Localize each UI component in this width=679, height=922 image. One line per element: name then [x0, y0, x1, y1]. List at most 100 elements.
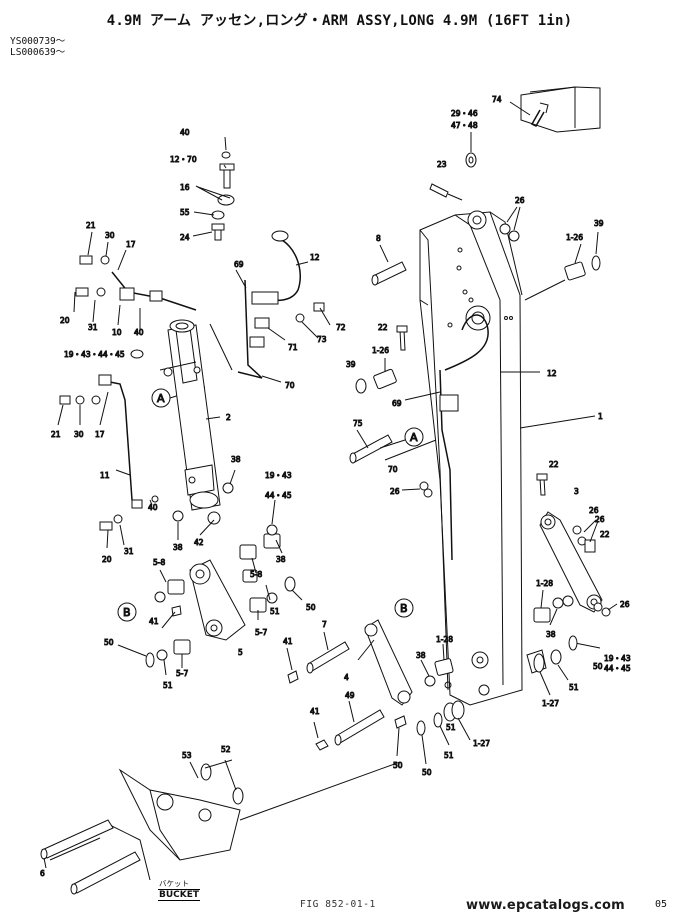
bucket-linkage	[40, 759, 401, 895]
section-letter-b-2: B	[400, 602, 408, 615]
callout-label: 6	[40, 869, 45, 878]
callout-label: 19・43	[265, 471, 292, 480]
callout-label: 71	[288, 343, 298, 352]
callout-label: 50	[393, 761, 403, 770]
callout-label: 21	[51, 430, 61, 439]
callout-label: 26	[620, 600, 630, 609]
page-number: 05	[655, 899, 668, 910]
callout-label: 41	[310, 707, 320, 716]
callout-label: 41	[149, 617, 159, 626]
callout-label: 5-7	[255, 628, 267, 637]
callout-label: 70	[388, 465, 398, 474]
callout-label: 51	[444, 751, 454, 760]
callout-label: 30	[105, 231, 115, 240]
callout-label: 47・48	[451, 121, 478, 130]
callout-label: 7	[322, 620, 327, 629]
callout-label: 42	[194, 538, 204, 547]
callout-label: 51	[569, 683, 579, 692]
top-center-hardware	[211, 151, 325, 379]
bucket-label-jp: バケット	[159, 879, 189, 888]
callout-label: 50	[422, 768, 432, 777]
callout-label: 22	[549, 460, 559, 469]
callout-label: 26	[390, 487, 400, 496]
section-letters: A A B B	[123, 392, 419, 620]
callout-label: 49	[345, 691, 355, 700]
link-5	[117, 524, 303, 668]
callout-label: 40	[180, 128, 190, 137]
callout-label: 53	[182, 751, 192, 760]
callout-label: 38	[173, 543, 183, 552]
arm-top-hardware	[371, 86, 601, 301]
callout-label: 51	[446, 723, 456, 732]
callout-label: 26	[515, 196, 525, 205]
callout-label: 12	[547, 369, 557, 378]
callout-label: 12	[310, 253, 320, 262]
callout-label: 39	[594, 219, 604, 228]
callout-label: 70	[285, 381, 295, 390]
callout-label: 1-28	[536, 579, 553, 588]
callout-label: 22	[378, 323, 388, 332]
callout-label: 10	[112, 328, 122, 337]
callout-label: 29・46	[451, 109, 478, 118]
callout-label: 69	[392, 399, 402, 408]
callout-label: 4	[344, 673, 349, 682]
callout-label: 2	[226, 413, 231, 422]
figure-number: FIG 852-01-1	[300, 899, 376, 910]
arm-lower-hardware	[416, 589, 601, 765]
leader-lines	[57, 136, 331, 676]
callout-label: 24	[180, 233, 190, 242]
callout-label: 21	[86, 221, 96, 230]
callout-label: 55	[180, 208, 190, 217]
callout-label: 16	[180, 183, 190, 192]
callout-label: 40	[148, 503, 158, 512]
serial-range-ls: LS000639～	[10, 47, 66, 58]
callout-label: 31	[124, 547, 134, 556]
callout-label: 19・43・44・45	[64, 350, 125, 359]
callout-label: 8	[376, 234, 381, 243]
callout-label: 17	[95, 430, 105, 439]
callout-label: 50	[306, 603, 316, 612]
callout-label: 5-8	[250, 570, 262, 579]
callout-label: 3	[574, 487, 579, 496]
callout-label: 19・43	[604, 654, 631, 663]
pipes-left	[59, 255, 234, 531]
callout-label: 31	[88, 323, 98, 332]
callout-label: 52	[221, 745, 231, 754]
callout-label: 5-7	[176, 669, 188, 678]
callout-label: 38	[231, 455, 241, 464]
callout-label: 22	[600, 530, 610, 539]
section-letter-b: B	[123, 606, 131, 619]
callout-label: 1	[598, 412, 603, 421]
callout-label: 72	[336, 323, 346, 332]
serial-range-ys: YS000739～	[10, 36, 66, 47]
callout-label: 73	[317, 335, 327, 344]
callout-label: 1-27	[542, 699, 559, 708]
callout-label: 50	[593, 662, 603, 671]
callout-label: 23	[437, 160, 447, 169]
callout-label: 20	[60, 316, 70, 325]
callout-label: 41	[283, 637, 293, 646]
callout-label: 12・70	[170, 155, 197, 164]
callout-label: 1-26	[372, 346, 389, 355]
callout-label: 17	[126, 240, 136, 249]
callout-labels: 40 12・70 16 55 24 21 30 17 20 31 10 40 1…	[40, 95, 632, 879]
callout-label: 1-28	[436, 635, 453, 644]
callout-label: 5-8	[153, 558, 165, 567]
callout-label: 26	[589, 506, 599, 515]
callout-label: 38	[546, 630, 556, 639]
callout-label: 30	[74, 430, 84, 439]
callout-label: 38	[416, 651, 426, 660]
callout-label: 51	[163, 681, 173, 690]
section-letter-a: A	[157, 392, 165, 405]
callout-label: 50	[104, 638, 114, 647]
callout-label: 40	[134, 328, 144, 337]
callout-label: 1-27	[473, 739, 490, 748]
section-letter-a-2: A	[410, 431, 418, 444]
callout-label: 20	[102, 555, 112, 564]
callout-label: 38	[276, 555, 286, 564]
website-watermark: www.epcatalogs.com	[466, 898, 625, 913]
callout-label: 5	[238, 648, 243, 657]
callout-label: 1-26	[566, 233, 583, 242]
arm-mid-hardware	[349, 325, 596, 498]
